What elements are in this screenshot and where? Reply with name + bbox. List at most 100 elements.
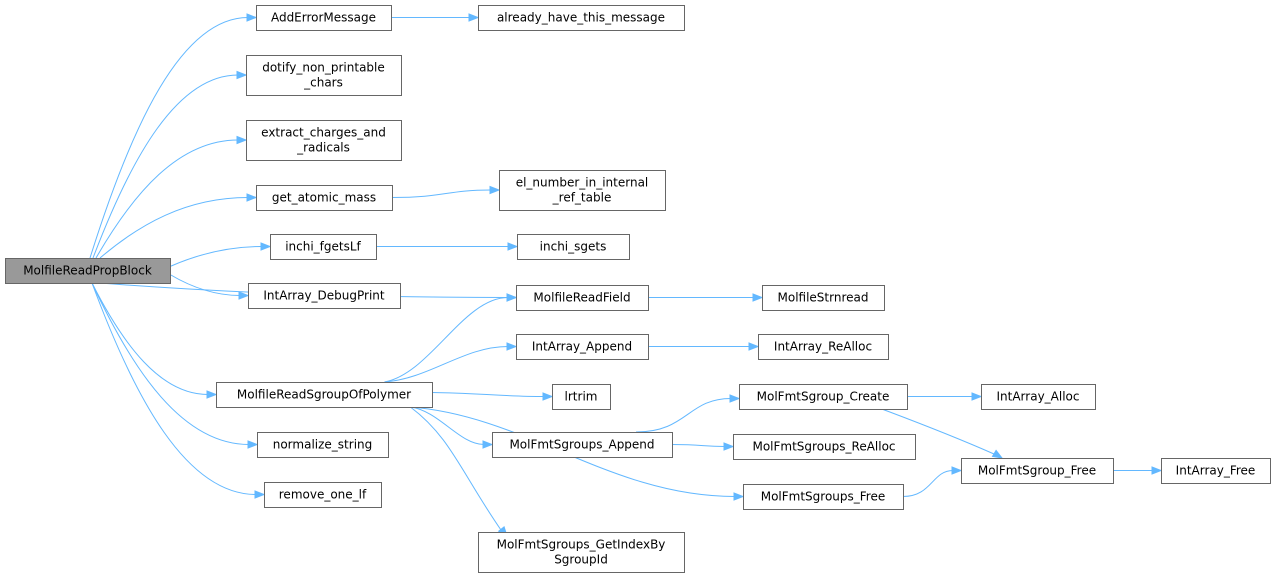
node-append[interactable]: IntArray_Append [516, 334, 649, 360]
node-box[interactable] [739, 384, 908, 410]
node-label: MolFmtSgroups_ReAlloc [752, 440, 895, 454]
node-box[interactable] [981, 384, 1096, 410]
node-box[interactable] [248, 283, 401, 309]
edge-sgroupofpoly-to-lrtrim [431, 392, 545, 397]
edge-sgroupofpoly-to-sgsappend [410, 406, 485, 445]
node-sgroupofpoly[interactable]: MolfileReadSgroupOfPolymer [216, 382, 433, 408]
node-box[interactable] [961, 458, 1114, 484]
node-already[interactable]: already_have_this_message [478, 5, 685, 31]
node-sgsfree[interactable]: MolFmtSgroups_Free [743, 484, 904, 510]
node-sgets[interactable]: inchi_sgets [517, 234, 630, 260]
node-label: IntArray_ReAlloc [774, 340, 872, 354]
node-lrtrim[interactable]: lrtrim [552, 384, 611, 410]
arrowhead-root-to-adderr [246, 13, 258, 22]
node-box[interactable] [478, 532, 685, 573]
node-label: MolFmtSgroups_GetIndexBy [497, 538, 666, 552]
edge-root-to-sgroupofpoly [91, 282, 209, 395]
node-box[interactable] [246, 120, 402, 161]
arrowhead-sgcreate-to-sgfree [991, 449, 1004, 459]
arrowhead-readfield-to-strnread [752, 293, 764, 302]
node-sgsappend[interactable]: MolFmtSgroups_Append [492, 432, 673, 458]
arrowhead-append-to-realloc [748, 342, 760, 351]
node-label: AddErrorMessage [271, 11, 376, 25]
edge-root-to-debugprint [169, 274, 241, 296]
arrowhead-sgroupofpoly-to-readfield [506, 293, 518, 302]
node-realloc[interactable]: IntArray_ReAlloc [758, 334, 889, 360]
edge-sgroupofpoly-to-readfield [384, 297, 509, 383]
node-box[interactable] [499, 170, 666, 211]
arrowhead-root-to-getmass [246, 193, 258, 202]
nodes-layer: MolfileReadPropBlock AddErrorMessage alrea… [5, 5, 1271, 573]
node-removelf[interactable]: remove_one_lf [264, 482, 382, 508]
node-label: get_atomic_mass [272, 191, 376, 205]
node-box[interactable] [758, 334, 889, 360]
node-label: MolFmtSgroup_Free [978, 464, 1096, 478]
arrowhead-root-to-fgets [260, 242, 272, 251]
node-label: IntArray_Alloc [997, 390, 1080, 404]
node-label: MolFmtSgroups_Append [509, 438, 654, 452]
node-getmass[interactable]: get_atomic_mass [256, 185, 393, 211]
edge-root-to-fgets [169, 246, 263, 267]
node-box[interactable] [257, 432, 389, 458]
edge-root-to-removelf [91, 282, 257, 495]
node-debugprint[interactable]: IntArray_DebugPrint [248, 283, 401, 309]
edge-root-to-extract [95, 139, 239, 259]
node-box[interactable] [516, 285, 649, 311]
edge-sgsappend-to-sgcreate [635, 398, 732, 433]
node-label: MolfileReadPropBlock [23, 264, 152, 278]
arrowhead-fgets-to-sgets [507, 242, 519, 251]
node-box[interactable] [264, 482, 382, 508]
node-label: remove_one_lf [279, 488, 367, 502]
node-sgsrealloc[interactable]: MolFmtSgroups_ReAlloc [733, 434, 916, 460]
node-label: lrtrim [565, 390, 598, 404]
node-label: MolFmtSgroups_Free [761, 490, 886, 504]
node-dotify[interactable]: dotify_non_printable_chars [246, 55, 402, 96]
node-alloc[interactable]: IntArray_Alloc [981, 384, 1096, 410]
node-adderr[interactable]: AddErrorMessage [256, 5, 392, 31]
node-box[interactable] [256, 5, 392, 31]
node-box[interactable] [5, 258, 171, 284]
node-label: MolfileReadSgroupOfPolymer [237, 388, 411, 402]
node-label: MolFmtSgroup_Create [757, 390, 890, 404]
node-sgcreate[interactable]: MolFmtSgroup_Create [739, 384, 908, 410]
arrowhead-sgroupofpoly-to-lrtrim [542, 392, 554, 401]
node-strnread[interactable]: MolfileStrnread [762, 285, 885, 311]
node-box[interactable] [743, 484, 904, 510]
arrowhead-sgsfree-to-sgfree [951, 466, 963, 475]
node-box[interactable] [492, 432, 673, 458]
node-box[interactable] [517, 234, 630, 260]
edge-root-to-dotify [92, 74, 239, 259]
edge-sgsfree-to-sgfree [902, 470, 954, 497]
node-label: el_number_in_internal [516, 176, 649, 190]
edge-sgroupofpoly-to-append [384, 346, 509, 383]
node-fgets[interactable]: inchi_fgetsLf [270, 234, 377, 260]
edge-root-to-normalize [91, 282, 250, 445]
node-box[interactable] [216, 382, 433, 408]
node-box[interactable] [256, 185, 393, 211]
node-box[interactable] [478, 5, 685, 31]
edge-sgsappend-to-sgsrealloc [671, 444, 726, 447]
node-iafree[interactable]: IntArray_Free [1161, 458, 1271, 484]
arrowhead-sgsappend-to-sgcreate [729, 394, 741, 403]
arrowhead-sgroupofpoly-to-sgsappend [482, 440, 494, 449]
arrowhead-getmass-to-elnum [489, 185, 501, 195]
node-box[interactable] [246, 55, 402, 96]
node-box[interactable] [762, 285, 885, 311]
node-root[interactable]: MolfileReadPropBlock [5, 258, 171, 284]
node-box[interactable] [552, 384, 611, 410]
node-extract[interactable]: extract_charges_and_radicals [246, 120, 402, 161]
node-box[interactable] [733, 434, 916, 460]
node-normalize[interactable]: normalize_string [257, 432, 389, 458]
node-label: extract_charges_and [261, 126, 386, 140]
node-readfield[interactable]: MolfileReadField [516, 285, 649, 311]
arrowhead-root-to-extract [236, 135, 248, 145]
node-box[interactable] [1161, 458, 1271, 484]
arrowhead-root-to-sgroupofpoly [206, 390, 218, 399]
node-box[interactable] [270, 234, 377, 260]
node-elnum[interactable]: el_number_in_internal_ref_table [499, 170, 666, 211]
node-box[interactable] [516, 334, 649, 360]
node-label: _ref_table [552, 191, 612, 205]
node-sgfree[interactable]: MolFmtSgroup_Free [961, 458, 1114, 484]
arrowhead-root-to-removelf [254, 490, 266, 499]
